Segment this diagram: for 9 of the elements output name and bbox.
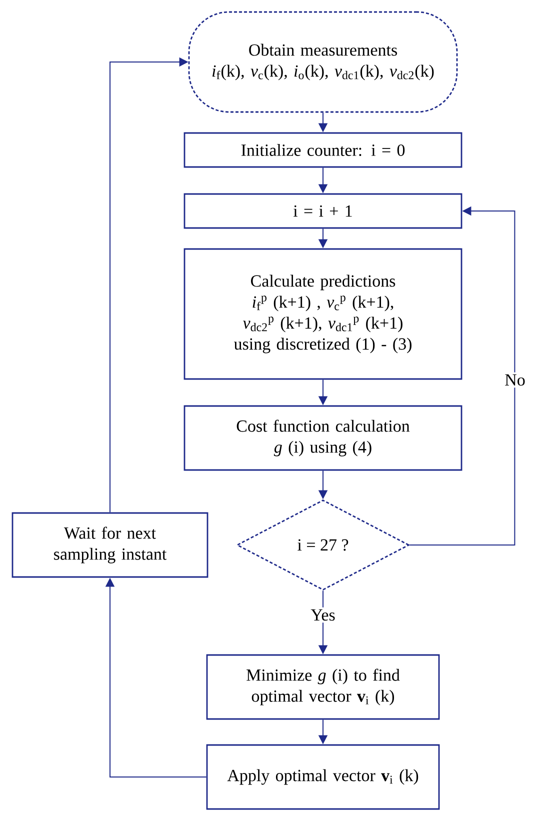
process-box: Apply optimal vector v$_{i}$ (k) xyxy=(206,744,440,810)
edge-label: No xyxy=(502,372,528,388)
edge-label: Yes xyxy=(308,607,338,623)
process-box: Cost function calculation g (i) using (4) xyxy=(184,405,462,471)
process-box: Wait for next sampling instant xyxy=(12,512,208,578)
process-box: i = i + 1 xyxy=(184,193,462,229)
process-box: Initialize counter: i = 0 xyxy=(184,132,462,168)
process-box: Calculate predictions i$_{f}$$^{p}$ (k+1) , v$_{c}$$^{p}$ (k+1), v$_{dc2}$$^{p}$ (k+1), v$_{dc1}$$^{p}$ (k+1) using discretized (1) - (3) xyxy=(184,248,462,380)
process-box: Minimize g (i) to find optimal vector v$_{i}$ (k) xyxy=(206,654,440,720)
